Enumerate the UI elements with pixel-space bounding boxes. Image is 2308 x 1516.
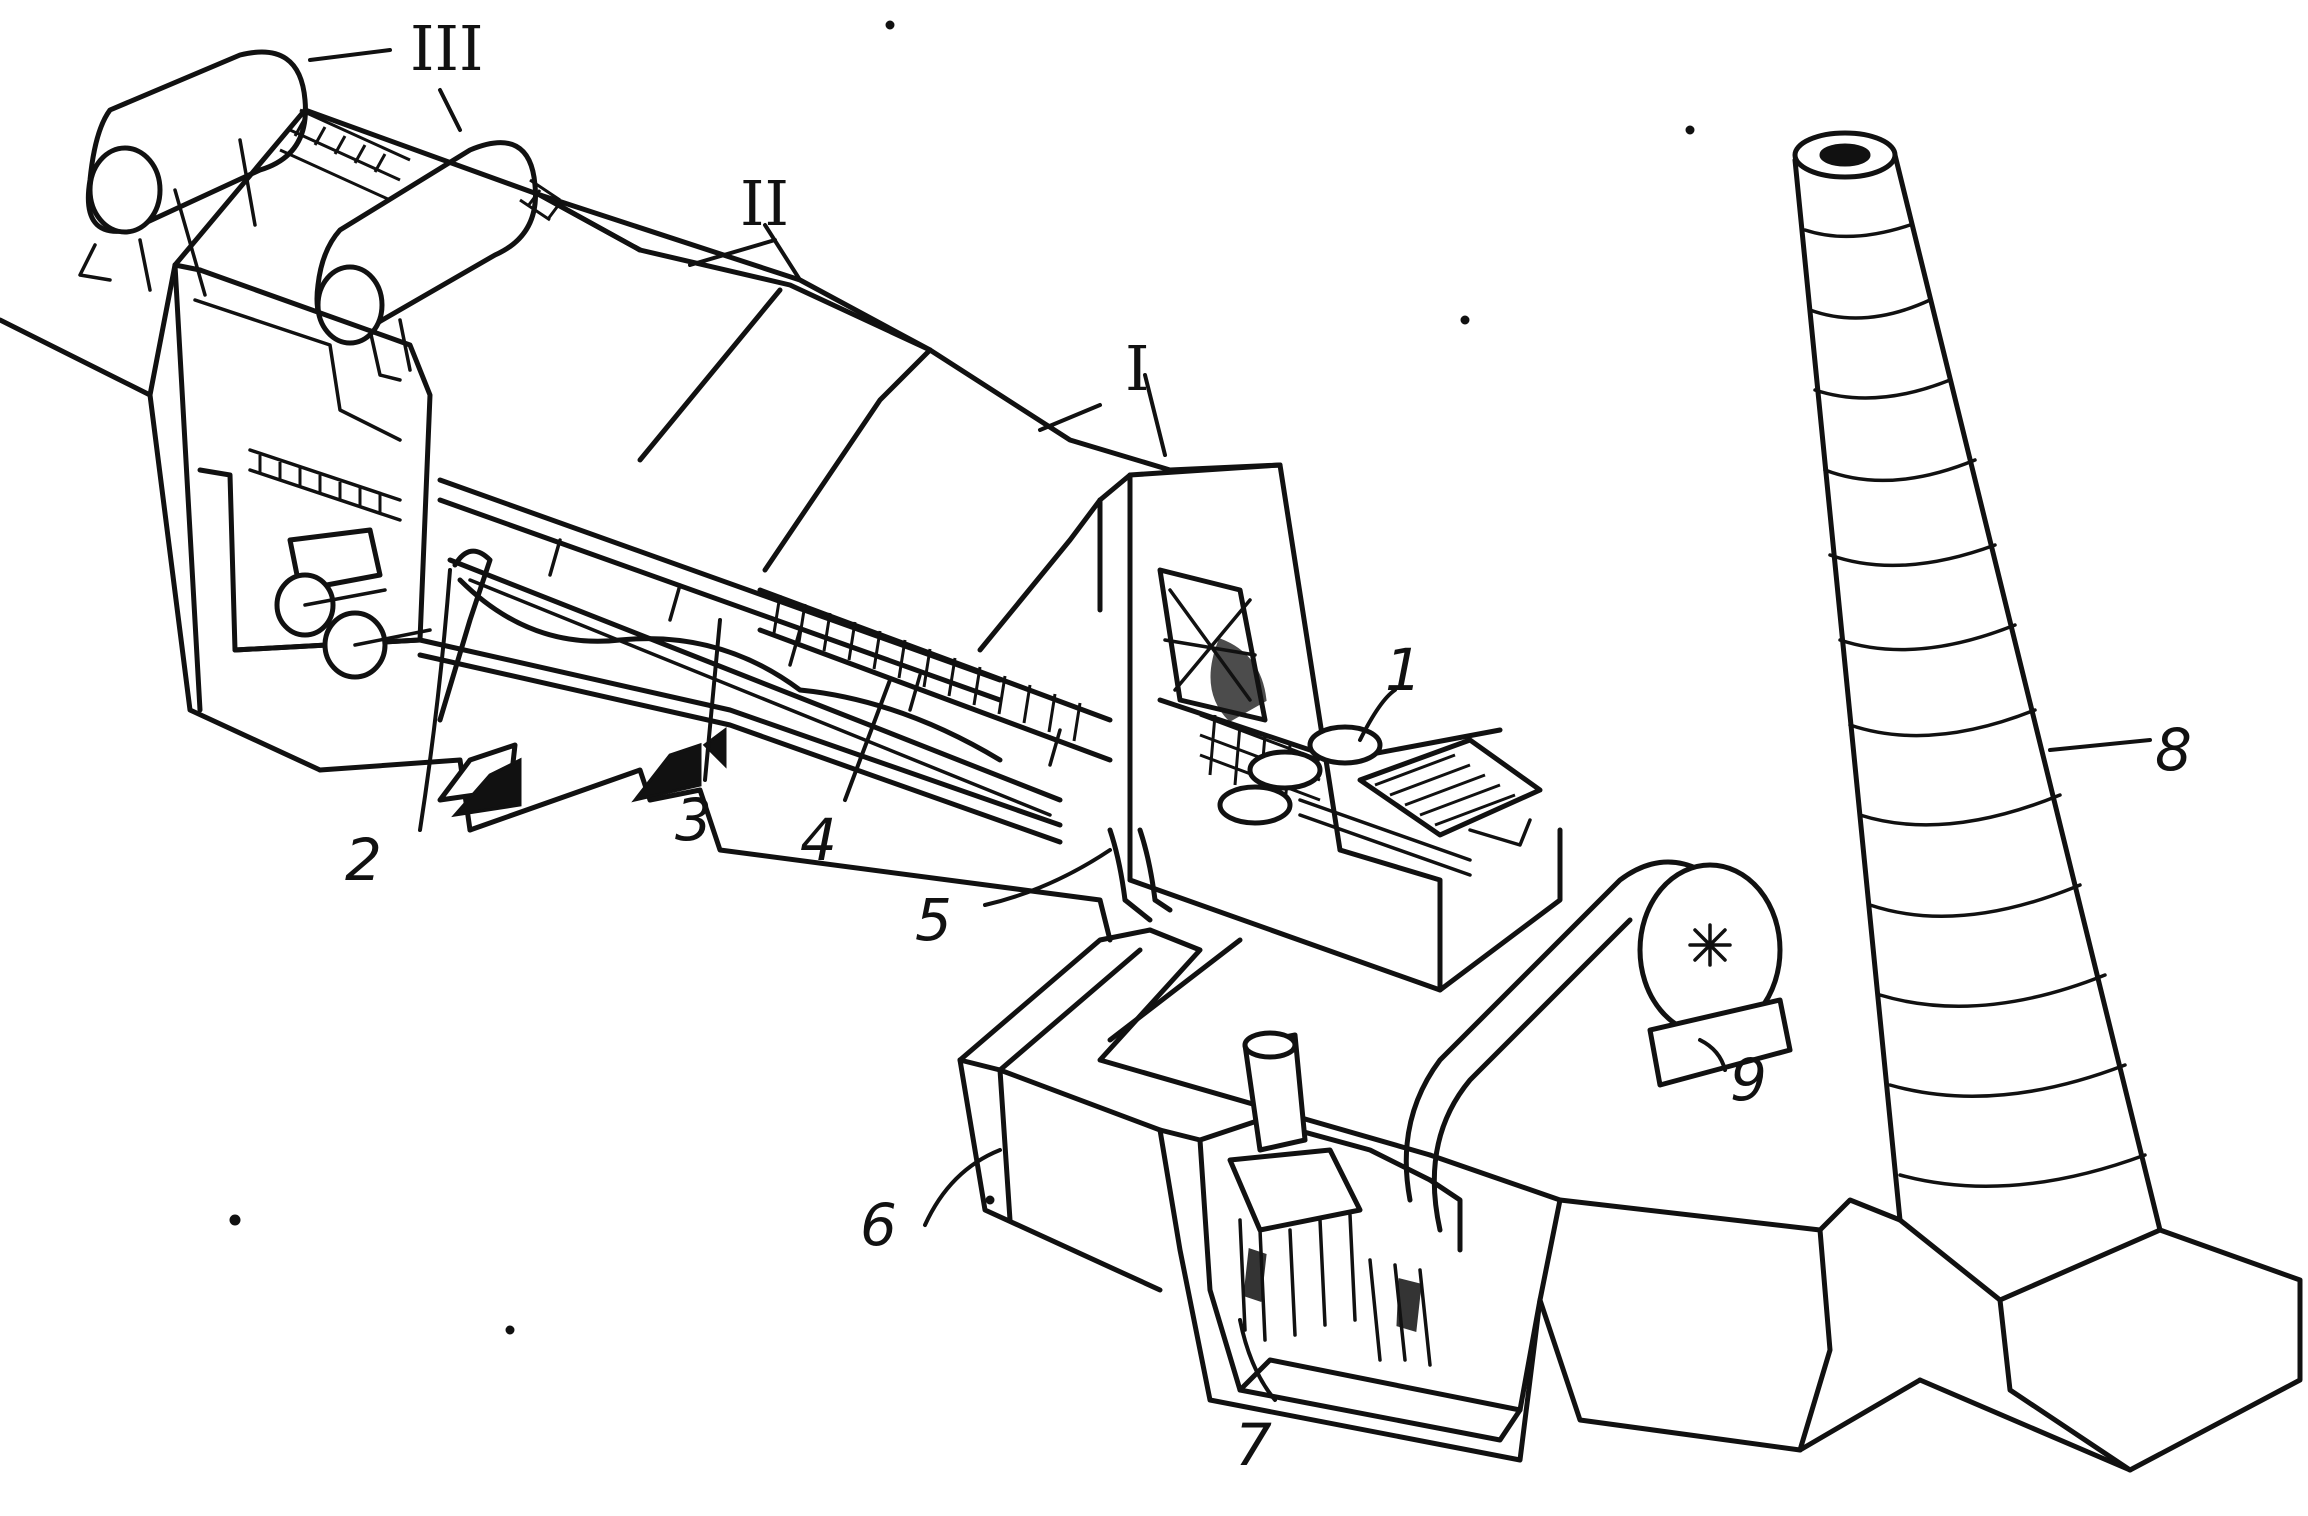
flue-duct — [957, 927, 1433, 1293]
label-4: 4 — [800, 806, 837, 874]
label-3: 3 — [675, 786, 712, 854]
callout-labels: 1 2 3 4 5 6 7 8 9 I II III — [345, 12, 2192, 1479]
chimney — [1427, 130, 2303, 1473]
firebox — [1157, 567, 1268, 723]
label-8: 8 — [2155, 716, 2192, 784]
steam-drum-upper — [78, 49, 411, 297]
label-2: 2 — [345, 826, 382, 894]
leader-lines — [308, 48, 2152, 1402]
duct-to-chimney — [1427, 1152, 1923, 1453]
label-7: 7 — [1235, 1411, 1272, 1479]
furnace-casing — [147, 107, 1343, 943]
label-6: 6 — [860, 1191, 897, 1259]
label-1: 1 — [1385, 636, 1422, 704]
dust-collector — [1157, 1030, 1543, 1463]
label-roman-1: I — [1125, 332, 1150, 405]
label-roman-2: II — [740, 167, 789, 240]
heating-tubes — [248, 448, 1113, 817]
stoker-grate — [1127, 697, 1563, 993]
label-9: 9 — [1730, 1046, 1767, 1114]
flue-pipe — [1107, 827, 1173, 923]
scan-specks — [229, 20, 1695, 1335]
draft-fan — [1403, 859, 1793, 1233]
steam-drum-lower — [314, 140, 562, 382]
label-5: 5 — [915, 886, 952, 954]
ground-line — [0, 317, 153, 398]
label-roman-3: III — [410, 12, 483, 85]
